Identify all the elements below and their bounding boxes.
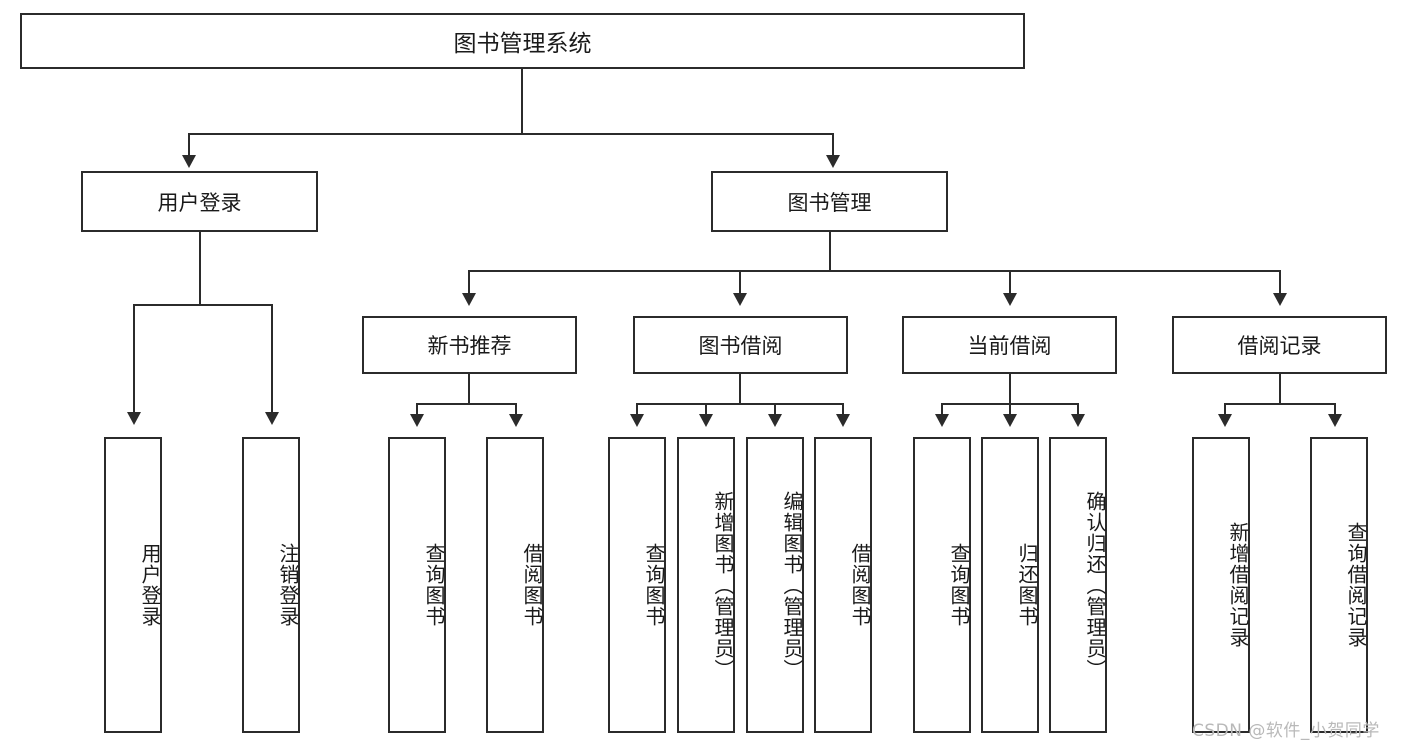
node-book-management-system[interactable]: 图书管理系统	[20, 13, 1025, 69]
node-new-book-recommend[interactable]: 新书推荐	[362, 316, 577, 374]
connector-cb-branch-3	[1077, 403, 1079, 416]
connector-bb-branch-1	[636, 403, 638, 416]
node-book-management[interactable]: 图书管理	[711, 171, 948, 232]
arrow-to-new-book-recommend	[462, 293, 476, 306]
arrow-to-bb-leaf-2	[699, 414, 713, 427]
leaf-return-book[interactable]: 归还图书	[981, 437, 1039, 733]
node-label: 图书管理	[787, 190, 872, 215]
node-borrow-record[interactable]: 借阅记录	[1172, 316, 1387, 374]
node-label: 查询图书	[422, 543, 446, 627]
arrow-to-br-leaf-1	[1218, 414, 1232, 427]
leaf-user-login[interactable]: 用户登录	[104, 437, 162, 733]
node-label: 用户登录	[138, 543, 162, 627]
arrow-to-cb-leaf-1	[935, 414, 949, 427]
connector-to-borrow-record	[1279, 270, 1281, 295]
arrow-to-nbr-leaf-2	[509, 414, 523, 427]
connector-cb-branch-1	[941, 403, 943, 416]
leaf-confirm-return-admin[interactable]: 确认归还（管理员）	[1049, 437, 1107, 733]
connector-to-new-book-recommend	[468, 270, 470, 295]
connector-new-book-recommend-bus	[416, 403, 517, 405]
arrow-root-to-book-management	[826, 155, 840, 168]
node-label: 图书管理系统	[453, 31, 592, 57]
arrow-to-cb-leaf-3	[1071, 414, 1085, 427]
connector-to-book-borrow	[739, 270, 741, 295]
connector-br-branch-2	[1334, 403, 1336, 416]
arrow-to-bb-leaf-1	[630, 414, 644, 427]
leaf-add-book-admin[interactable]: 新增图书（管理员）	[677, 437, 735, 733]
leaf-edit-book-admin[interactable]: 编辑图书（管理员）	[746, 437, 804, 733]
connector-root-stem	[521, 69, 523, 134]
arrow-to-current-borrow	[1003, 293, 1017, 306]
node-label: 新增借阅记录	[1226, 522, 1250, 648]
connector-user-login-branch-1	[133, 304, 135, 414]
connector-borrow-record-bus	[1224, 403, 1335, 405]
arrow-to-bb-leaf-3	[768, 414, 782, 427]
leaf-query-book-borrow[interactable]: 查询图书	[608, 437, 666, 733]
arrow-to-br-leaf-2	[1328, 414, 1342, 427]
connector-to-current-borrow	[1009, 270, 1011, 295]
leaf-query-book-recommend[interactable]: 查询图书	[388, 437, 446, 733]
leaf-borrow-book[interactable]: 借阅图书	[814, 437, 872, 733]
connector-root-to-book-management	[832, 133, 834, 157]
connector-cb-branch-2	[1009, 403, 1011, 416]
connector-book-management-stem	[829, 232, 831, 271]
leaf-borrow-book-recommend[interactable]: 借阅图书	[486, 437, 544, 733]
arrow-to-nbr-leaf-1	[410, 414, 424, 427]
connector-user-login-bus	[133, 304, 272, 306]
arrow-root-to-user-login	[182, 155, 196, 168]
connector-book-borrow-stem	[739, 374, 741, 404]
connector-root-to-user-login	[188, 133, 190, 157]
connector-new-book-recommend-stem	[468, 374, 470, 404]
connector-user-login-branch-2	[271, 304, 273, 414]
connector-br-branch-1	[1224, 403, 1226, 416]
node-label: 查询借阅记录	[1344, 522, 1368, 648]
node-book-borrow[interactable]: 图书借阅	[633, 316, 848, 374]
node-label: 图书借阅	[698, 334, 783, 358]
arrow-to-bb-leaf-4	[836, 414, 850, 427]
leaf-query-borrow-record[interactable]: 查询借阅记录	[1310, 437, 1368, 733]
connector-nbr-branch-2	[515, 403, 517, 416]
node-label: 用户登录	[157, 190, 242, 215]
connector-user-login-stem	[199, 232, 201, 305]
arrow-to-logout-leaf	[265, 412, 279, 425]
watermark: CSDN @软件_小贺同学	[1192, 721, 1380, 741]
arrow-to-cb-leaf-2	[1003, 414, 1017, 427]
connector-book-borrow-bus	[636, 403, 843, 405]
node-label: 借阅记录	[1237, 334, 1322, 358]
connector-level2-bus	[468, 270, 1281, 272]
node-label: 借阅图书	[848, 543, 872, 627]
node-label: 确认归还（管理员）	[1083, 490, 1107, 680]
arrow-to-book-borrow	[733, 293, 747, 306]
connector-bb-branch-4	[842, 403, 844, 416]
node-label: 归还图书	[1015, 543, 1039, 627]
node-label: 注销登录	[276, 543, 300, 627]
node-label: 查询图书	[947, 543, 971, 627]
node-user-login[interactable]: 用户登录	[81, 171, 318, 232]
node-label: 借阅图书	[520, 543, 544, 627]
node-label: 新增图书（管理员）	[711, 490, 735, 680]
arrow-to-user-login-leaf	[127, 412, 141, 425]
node-label: 新书推荐	[427, 334, 512, 358]
leaf-logout[interactable]: 注销登录	[242, 437, 300, 733]
leaf-add-borrow-record[interactable]: 新增借阅记录	[1192, 437, 1250, 733]
node-label: 查询图书	[642, 543, 666, 627]
connector-current-borrow-stem	[1009, 374, 1011, 404]
connector-bb-branch-3	[774, 403, 776, 416]
leaf-query-book-current[interactable]: 查询图书	[913, 437, 971, 733]
connector-borrow-record-stem	[1279, 374, 1281, 404]
connector-nbr-branch-1	[416, 403, 418, 416]
node-label: 编辑图书（管理员）	[780, 490, 804, 680]
connector-root-bus	[188, 133, 833, 135]
node-current-borrow[interactable]: 当前借阅	[902, 316, 1117, 374]
arrow-to-borrow-record	[1273, 293, 1287, 306]
node-label: 当前借阅	[967, 334, 1052, 358]
connector-bb-branch-2	[705, 403, 707, 416]
